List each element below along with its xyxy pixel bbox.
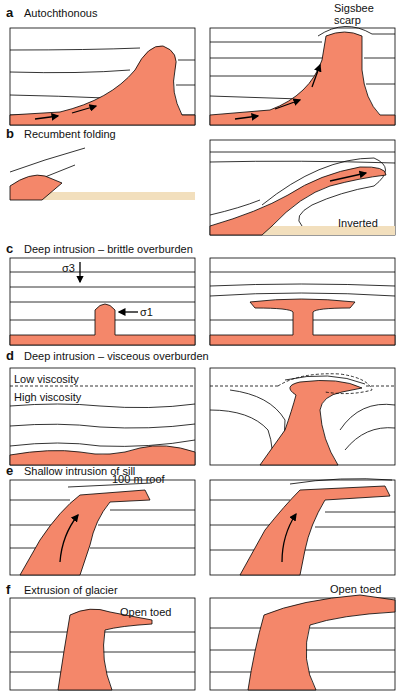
panel-title: Deep intrusion – visceous overburden xyxy=(24,350,209,362)
panel-letter: b xyxy=(6,127,14,141)
panel-title: Recumbent folding xyxy=(24,128,116,140)
annotation: Low viscosity xyxy=(14,373,79,385)
panel-title: Extrusion of glacier xyxy=(24,584,118,596)
annotation: 100 m roof xyxy=(112,473,165,485)
panel-title: Autochthonous xyxy=(24,7,97,19)
panel-letter: c xyxy=(6,242,13,256)
annotation: Open toed xyxy=(330,583,381,595)
annotation: σ1 xyxy=(140,306,153,318)
panel-letter: e xyxy=(6,464,13,478)
annotation: High viscosity xyxy=(14,391,81,403)
panel-letter: a xyxy=(6,6,13,20)
annotation: Inverted xyxy=(338,217,378,229)
annotation: Open toed xyxy=(120,606,171,618)
panel-letter: d xyxy=(6,349,14,363)
panel-letter: f xyxy=(6,583,10,597)
annotation: σ3 xyxy=(62,262,75,274)
annotation: Sigsbee scarp xyxy=(334,2,382,26)
panel-title: Deep intrusion – brittle overburden xyxy=(24,243,193,255)
